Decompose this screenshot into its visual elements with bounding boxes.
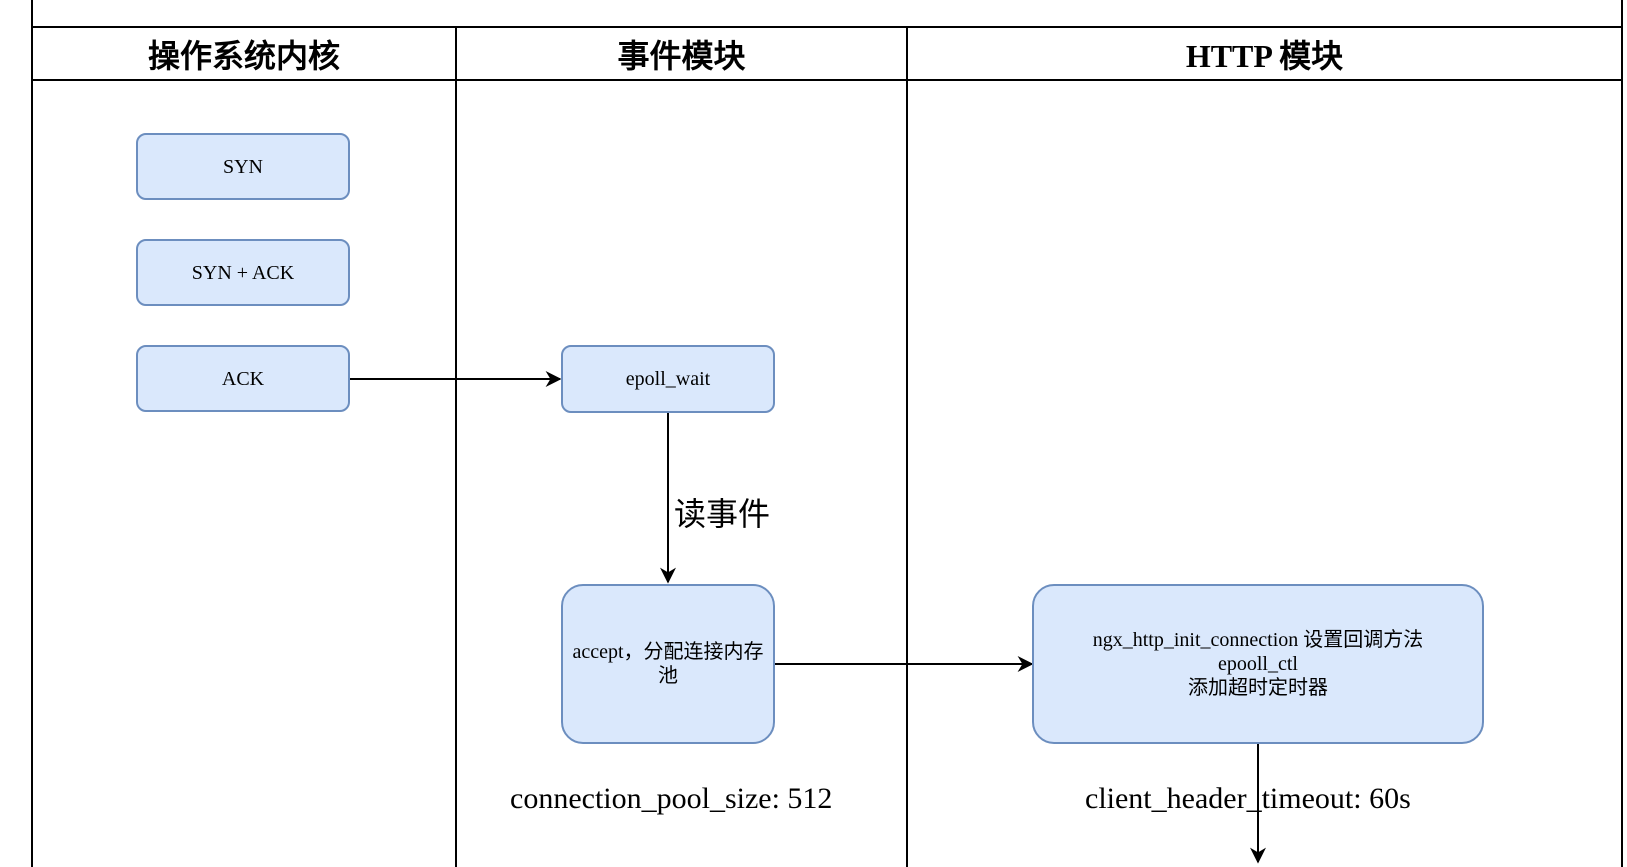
lane-header-event: 事件模块 xyxy=(617,38,746,74)
node-syn: SYN xyxy=(136,133,350,200)
lane-header-kernel: 操作系统内核 xyxy=(147,38,340,74)
annotation-header-timeout: client_header_timeout: 60s xyxy=(1085,782,1411,815)
edge-label-read-event: 读事件 xyxy=(674,496,771,532)
annotation-pool-size: connection_pool_size: 512 xyxy=(510,782,833,815)
node-ack: ACK xyxy=(136,345,350,412)
lane-header-http: HTTP 模块 xyxy=(1185,38,1344,74)
node-epoll-wait: epoll_wait xyxy=(561,345,775,413)
node-init-connection: ngx_http_init_connection 设置回调方法 epooll_c… xyxy=(1032,584,1484,744)
node-syn-ack: SYN + ACK xyxy=(136,239,350,306)
node-accept: accept，分配连接内存 池 xyxy=(561,584,775,744)
